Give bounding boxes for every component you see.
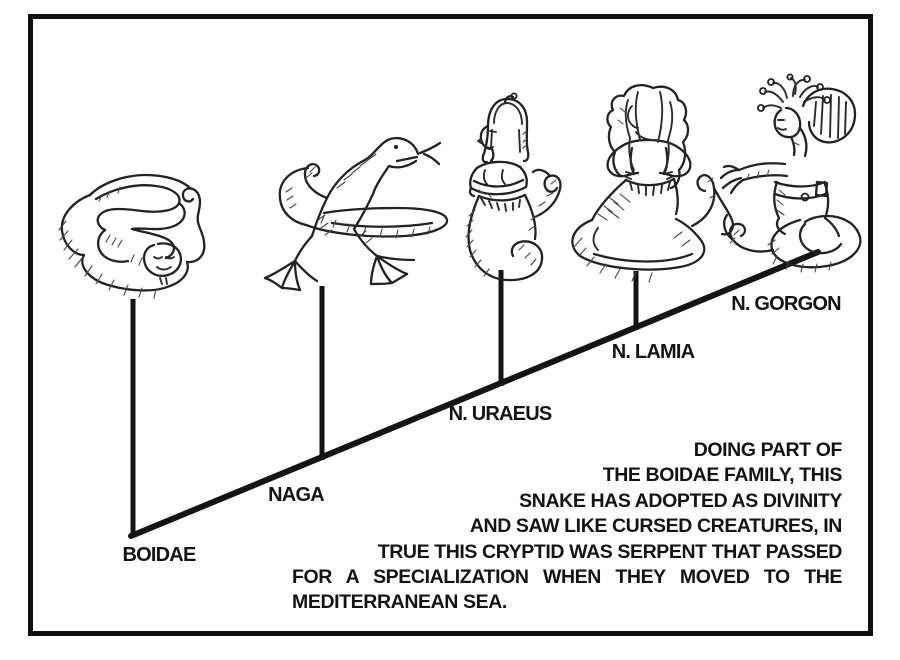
taxon-label-lamia: N. LAMIA — [611, 341, 695, 363]
taxon-label-boidae: BOIDAE — [122, 544, 197, 566]
caption-line: MEDITERRANEAN SEA. — [292, 591, 507, 614]
boidae-illustration — [58, 173, 206, 299]
naga-illustration — [263, 136, 449, 292]
caption-line: THE BOIDAE FAMILY, THIS — [602, 464, 843, 487]
gorgon-illustration — [719, 73, 862, 273]
caption-line: SNAKE HAS ADOPTED AS DIVINITY — [519, 489, 842, 512]
caption-line: TRUE THIS CRYPTID WAS SERPENT THAT PASSE… — [377, 540, 843, 563]
taxon-label-gorgon: N. GORGON — [731, 293, 841, 315]
frame-border — [28, 14, 873, 636]
caption: DOING PART OF THE BOIDAE FAMILY, THIS SN… — [292, 438, 842, 616]
taxon-label-naga: NAGA — [268, 484, 324, 506]
uraeus-illustration — [465, 92, 562, 282]
taxon-label-uraeus: N. URAEUS — [448, 403, 553, 425]
tree-root-diagonal — [128, 249, 821, 539]
caption-line: FOR A SPECIALIZATION WHEN THEY MOVED TO … — [292, 566, 842, 589]
lamia-illustration — [571, 84, 734, 283]
caption-line: DOING PART OF — [693, 439, 843, 461]
caption-line: AND SAW LIKE CURSED CREATURES, IN — [469, 515, 843, 538]
